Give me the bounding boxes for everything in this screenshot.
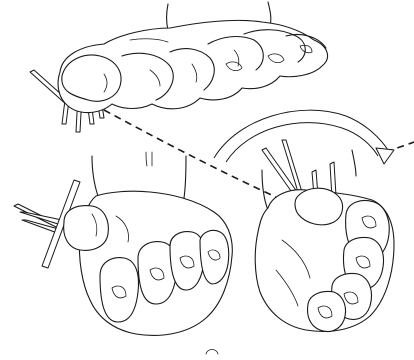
bottom-left-fist [14,152,232,335]
curved-arrow-icon [214,110,394,164]
top-hand [30,2,328,132]
bottom-right-hand [214,110,394,331]
partial-mark [206,350,218,355]
